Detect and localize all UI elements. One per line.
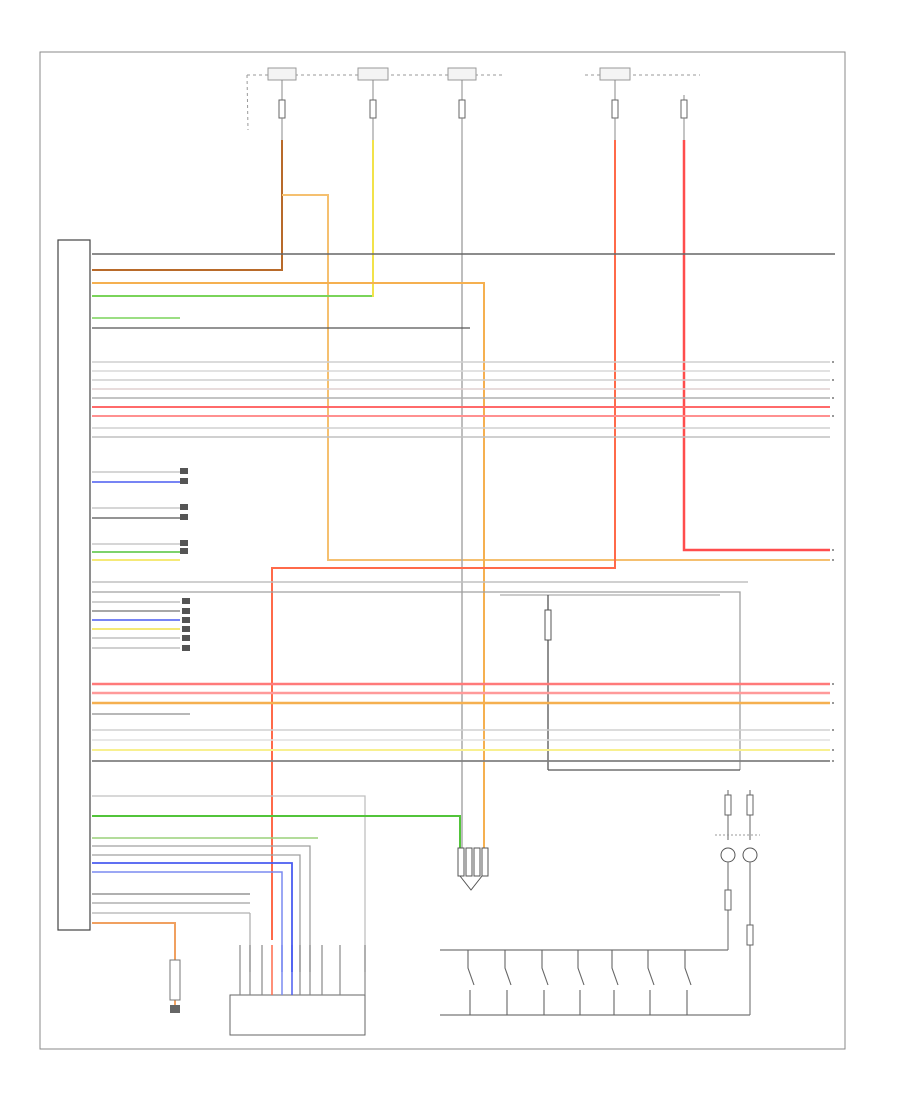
diagnostic-connector — [169, 959, 181, 1013]
fuse-source-3 — [447, 67, 477, 140]
bottom-connector-block — [229, 945, 366, 1036]
fuse-source-5 — [680, 95, 688, 140]
wire-yellow-1 — [92, 140, 374, 297]
diagram-border — [39, 51, 846, 1050]
wire-red-fuse5 — [682, 140, 830, 552]
right-terminal-markers — [832, 361, 834, 762]
wire-red-fuse4 — [271, 140, 616, 940]
wire-orange-splice — [282, 194, 830, 561]
speaker-bundle — [92, 361, 830, 438]
wire-brown-1 — [92, 140, 283, 271]
switch-bank — [440, 949, 750, 1016]
right-sensor — [715, 790, 760, 1015]
amp-connector-block — [500, 594, 740, 771]
top-dashed-bus — [246, 74, 249, 131]
fuse-source-4 — [599, 67, 631, 140]
wire-orange-row — [92, 282, 485, 860]
fuse-source-1 — [267, 67, 297, 140]
center-connector-plugs — [457, 847, 489, 891]
fuse-source-2 — [357, 67, 389, 140]
lower-bundle — [92, 682, 830, 762]
control-switch-rows — [92, 468, 188, 561]
mid-connector-rows — [92, 581, 748, 770]
bottom-rows — [92, 795, 461, 1005]
radio-module-body — [57, 239, 91, 931]
